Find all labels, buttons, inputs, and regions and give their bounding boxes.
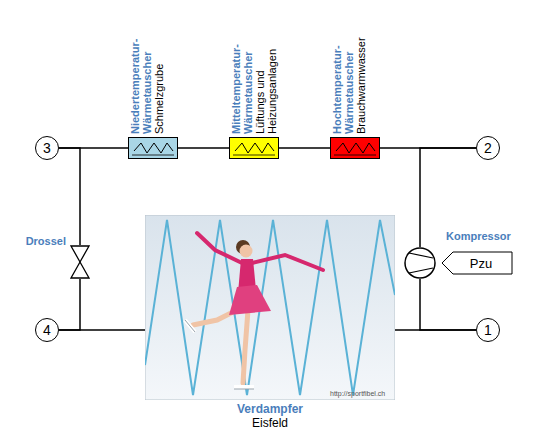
exchanger-use: Schmelzgrube <box>153 10 165 134</box>
compressor-symbol: Kompressor <box>404 247 436 279</box>
component-label: Kompressor <box>446 230 511 242</box>
callout-number: 3 <box>43 141 51 155</box>
component-sublabel: Eisfeld <box>145 417 395 430</box>
vertical-label-group: Niedertemperatur-WärmetauscherSchmelzgru… <box>129 10 179 134</box>
pipe-line <box>420 279 476 330</box>
power-label: Pzu <box>470 256 492 271</box>
callout-number: 2 <box>484 141 492 155</box>
throttle-outline <box>70 245 90 279</box>
coil-line <box>336 143 375 153</box>
compressor-line <box>409 253 433 258</box>
compressor-circle <box>405 248 435 278</box>
evaporator-field: VerdampferEisfeld <box>145 215 395 400</box>
heat-exchanger-coil <box>230 138 278 158</box>
pipe-line <box>59 279 80 330</box>
exchanger-heading: Niedertemperatur-Wärmetauscher <box>129 10 153 134</box>
callout-number: 4 <box>43 323 51 337</box>
heat-exchanger-box: Mitteltemperatur-WärmetauscherLüftungs u… <box>229 137 279 159</box>
valve-triangle <box>71 246 89 262</box>
heat-exchanger-box: Hochtemperatur-WärmetauscherBrauchwarmwa… <box>330 137 380 159</box>
pipe-line <box>178 147 229 149</box>
coil-line <box>134 143 173 153</box>
watermark: http://sportfibel.ch <box>330 390 385 397</box>
coil-line <box>235 143 274 153</box>
state-point-circle: 3 <box>35 136 59 160</box>
component-label: Verdampfer <box>145 403 395 416</box>
pipe-line <box>380 147 476 149</box>
callout-number: 1 <box>484 323 492 337</box>
exchanger-heading: Mitteltemperatur-Wärmetauscher <box>230 10 254 134</box>
pentagon-outline <box>442 252 512 274</box>
vertical-label-group: Mitteltemperatur-WärmetauscherLüftungs u… <box>230 10 280 134</box>
exchanger-heading: Hochtemperatur-Wärmetauscher <box>331 10 355 134</box>
compressor-outline <box>404 247 436 279</box>
state-point-circle: 2 <box>476 136 500 160</box>
heat-exchanger-box: Niedertemperatur-WärmetauscherSchmelzgru… <box>128 137 178 159</box>
state-point-circle: 1 <box>476 318 500 342</box>
exchanger-use: Lüftungs und Heizungsanlagen <box>254 10 278 134</box>
compressor-line <box>409 268 433 273</box>
throttle-valve: Drossel <box>70 245 90 279</box>
heat-exchanger-coil <box>331 138 379 158</box>
pipe-line <box>279 147 330 149</box>
valve-triangle <box>71 262 89 278</box>
coil-line <box>132 155 174 156</box>
power-input-tag: Pzu <box>441 251 513 275</box>
pipe-line <box>395 329 476 331</box>
ice-skater-photo <box>145 215 395 400</box>
exchanger-use: Brauchwarmwasser <box>355 10 367 134</box>
state-point-circle: 4 <box>35 318 59 342</box>
heat-exchanger-coil <box>129 138 177 158</box>
pipe-line <box>59 148 80 245</box>
coil-line <box>334 155 376 156</box>
component-label: Drossel <box>26 235 66 247</box>
pipe-line <box>59 329 145 331</box>
vertical-label-group: Hochtemperatur-WärmetauscherBrauchwarmwa… <box>331 10 381 134</box>
coil-line <box>233 155 275 156</box>
